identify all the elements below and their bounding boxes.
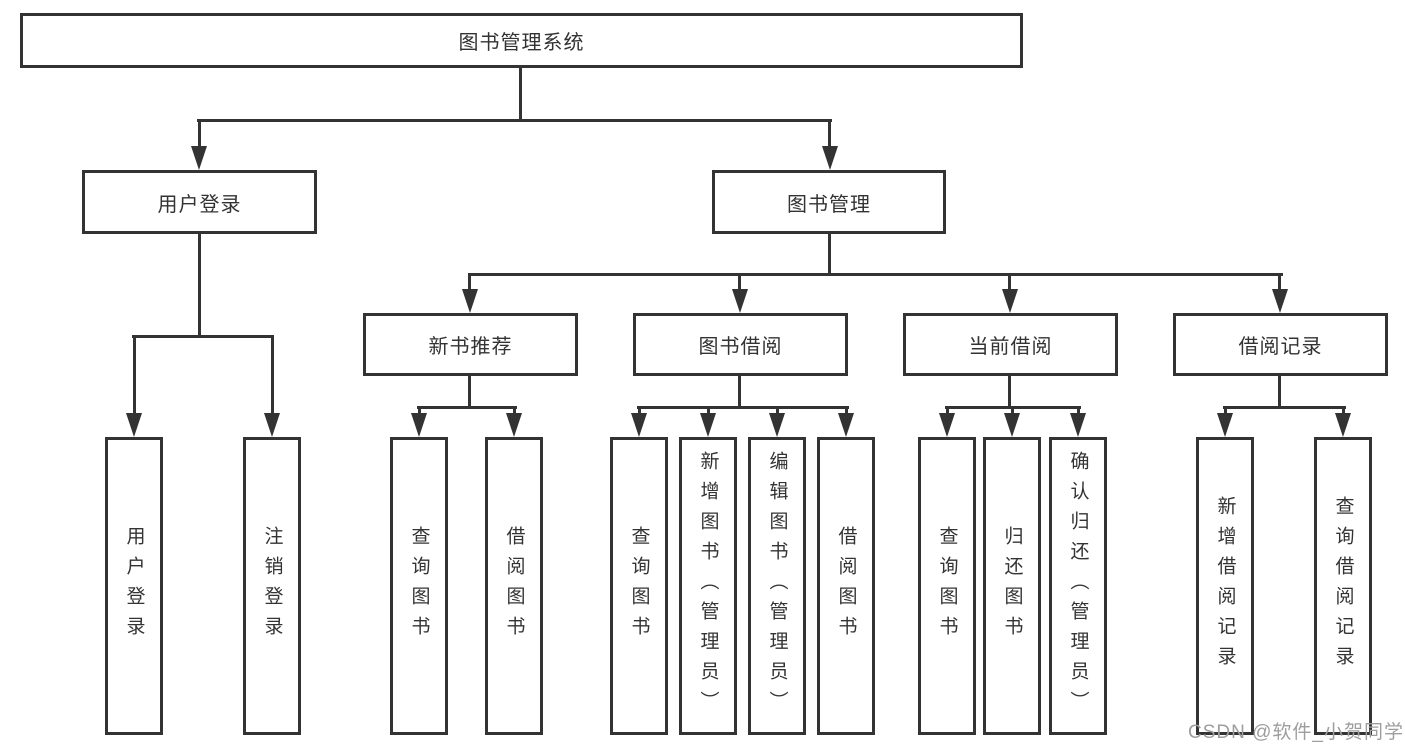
leaf-borrow-books-label: 借阅图书 [835, 526, 857, 646]
connector-stub [468, 376, 471, 409]
node-borrowing-records-label: 借阅记录 [1238, 336, 1323, 358]
leaf-confirm-return-admin: 确认归还（管理员） [1049, 437, 1107, 735]
leaf-user-login-label: 用户登录 [123, 526, 145, 646]
node-library-system: 图书管理系统 [20, 13, 1023, 68]
node-new-book-recommend: 新书推荐 [363, 313, 578, 376]
connector-drop-line [1077, 406, 1080, 416]
arrow-down-icon [1335, 413, 1351, 437]
leaf-query-borrow-record-label: 查询借阅记录 [1332, 496, 1354, 676]
connector-drop-line [638, 406, 641, 416]
node-user-login-label: 用户登录 [157, 193, 242, 216]
connector-drop-line [198, 119, 201, 149]
leaf-add-book-admin: 新增图书（管理员） [679, 437, 737, 735]
node-user-login: 用户登录 [82, 170, 317, 234]
leaf-confirm-return-admin-label: 确认归还（管理员） [1067, 451, 1089, 721]
leaf-add-borrow-record: 新增借阅记录 [1196, 437, 1254, 735]
connector-stub [1278, 376, 1281, 409]
connector-drop-line [707, 406, 710, 416]
connector-drop-line [271, 335, 274, 415]
node-book-borrowing: 图书借阅 [633, 313, 848, 376]
node-library-system-label: 图书管理系统 [458, 32, 585, 54]
csdn-watermark: CSDN @软件_小贺同学 [1188, 722, 1404, 743]
node-new-book-recommend-label: 新书推荐 [428, 336, 513, 358]
arrow-down-icon [1272, 289, 1288, 313]
arrow-down-icon [1070, 413, 1086, 437]
leaf-query-books-current: 查询图书 [918, 437, 976, 735]
connector-drop-line [845, 406, 848, 416]
connector-rail [417, 406, 517, 409]
leaf-borrow-books-recommend-label: 借阅图书 [503, 526, 525, 646]
arrow-down-icon [462, 289, 478, 313]
node-book-management-label: 图书管理 [787, 193, 871, 216]
node-current-borrowing-label: 当前借阅 [968, 336, 1053, 358]
connector-drop-line [738, 273, 741, 292]
arrow-down-icon [732, 289, 748, 313]
leaf-query-books-borrowing: 查询图书 [610, 437, 668, 735]
leaf-add-borrow-record-label: 新增借阅记录 [1214, 496, 1236, 676]
connector-level2-rail [197, 119, 832, 122]
leaf-query-borrow-record: 查询借阅记录 [1314, 437, 1372, 735]
connector-level3-rail [468, 273, 1283, 276]
leaf-logout: 注销登录 [243, 437, 301, 735]
connector-rail [1223, 406, 1346, 409]
connector-drop-line [513, 406, 516, 416]
arrow-down-icon [838, 413, 854, 437]
connector-drop-line [828, 119, 831, 149]
leaf-borrow-books: 借阅图书 [817, 437, 875, 735]
arrow-down-icon [1004, 413, 1020, 437]
node-book-management: 图书管理 [712, 170, 946, 234]
connector-drop-line [1008, 273, 1011, 292]
leaf-query-books-borrowing-label: 查询图书 [628, 526, 650, 646]
arrow-down-icon [939, 413, 955, 437]
connector-drop-line [418, 406, 421, 416]
leaf-return-book-label: 归还图书 [1001, 526, 1023, 646]
arrow-down-icon [769, 413, 785, 437]
connector-drop-line [946, 406, 949, 416]
connector-user-login-rail [132, 335, 274, 338]
arrow-down-icon [822, 146, 838, 170]
connector-drop-line [1342, 406, 1345, 416]
leaf-query-books-recommend-label: 查询图书 [408, 526, 430, 646]
arrow-down-icon [506, 413, 522, 437]
leaf-edit-book-admin: 编辑图书（管理员） [748, 437, 806, 735]
arrow-down-icon [126, 413, 142, 437]
arrow-down-icon [1002, 289, 1018, 313]
connector-rail [637, 406, 849, 409]
connector-drop-line [1278, 273, 1281, 292]
arrow-down-icon [631, 413, 647, 437]
leaf-query-books-recommend: 查询图书 [390, 437, 448, 735]
leaf-logout-label: 注销登录 [261, 526, 283, 646]
leaf-user-login: 用户登录 [105, 437, 163, 735]
leaf-add-book-admin-label: 新增图书（管理员） [697, 451, 719, 721]
connector-drop-line [1224, 406, 1227, 416]
connector-drop-line [468, 273, 471, 292]
node-current-borrowing: 当前借阅 [903, 313, 1118, 376]
arrow-down-icon [411, 413, 427, 437]
connector-drop-line [776, 406, 779, 416]
connector-stub [1008, 376, 1011, 409]
connector-stub [738, 376, 741, 409]
connector-drop-line [133, 335, 136, 415]
leaf-return-book: 归还图书 [983, 437, 1041, 735]
connector-book-mgmt-stub [828, 234, 831, 276]
arrow-down-icon [191, 146, 207, 170]
leaf-edit-book-admin-label: 编辑图书（管理员） [766, 451, 788, 721]
arrow-down-icon [1217, 413, 1233, 437]
node-borrowing-records: 借阅记录 [1173, 313, 1388, 376]
leaf-query-books-current-label: 查询图书 [936, 526, 958, 646]
arrow-down-icon [700, 413, 716, 437]
connector-root-stub [519, 68, 522, 121]
arrow-down-icon [264, 413, 280, 437]
connector-drop-line [1011, 406, 1014, 416]
connector-user-login-stub [198, 234, 201, 338]
node-book-borrowing-label: 图书借阅 [698, 336, 783, 358]
leaf-borrow-books-recommend: 借阅图书 [485, 437, 543, 735]
